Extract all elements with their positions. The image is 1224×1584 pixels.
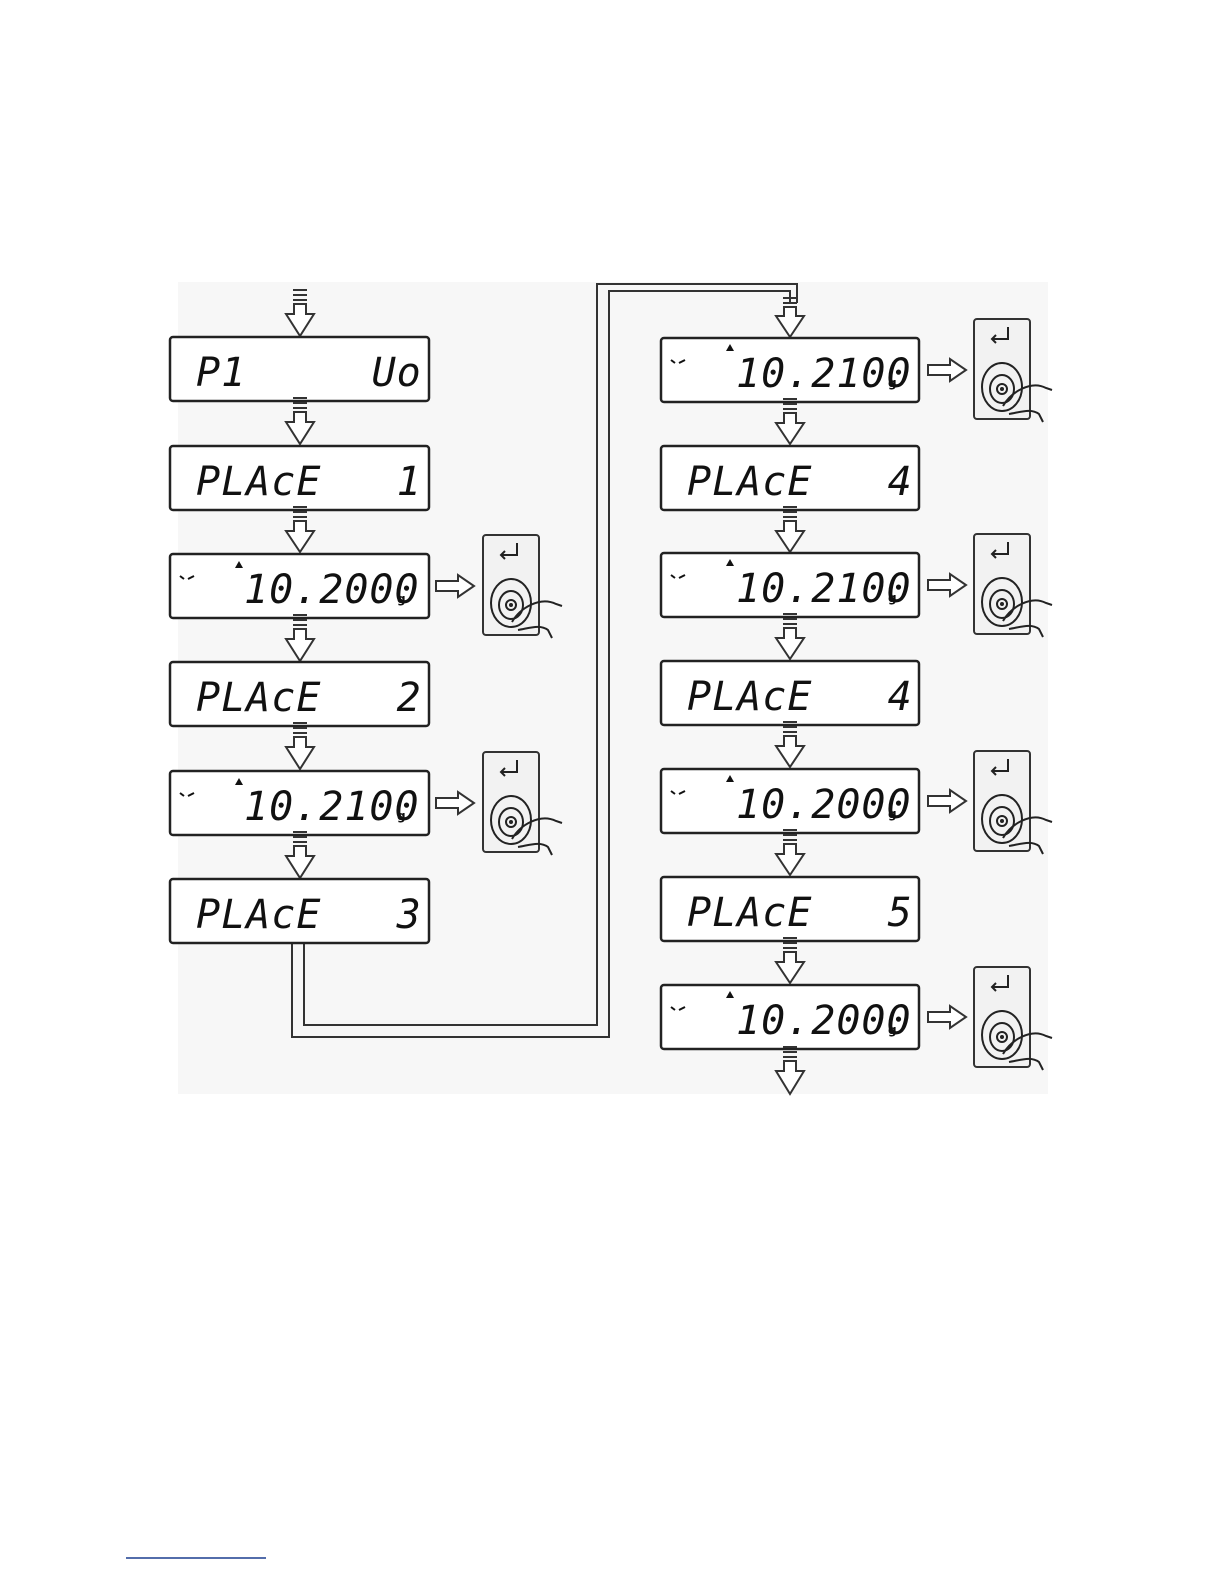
lcd-display: P1 Uo <box>170 337 429 401</box>
lcd-text: 10.2100 <box>736 351 912 397</box>
unit-label: g <box>888 376 897 390</box>
lcd-text: 10.2000 <box>244 567 420 613</box>
lcd-text: PLAcE 4 <box>687 459 913 505</box>
unit-label: g <box>397 809 406 823</box>
unit-label: g <box>397 592 406 606</box>
lcd-text: 10.2100 <box>244 784 420 830</box>
lcd-text: PLAcE 2 <box>196 675 422 721</box>
lcd-display: PLAcE 4 <box>661 661 919 725</box>
lcd-text: P1 Uo <box>196 350 422 396</box>
lcd-display: 10.2100 g <box>661 338 919 402</box>
unit-label: g <box>888 1023 897 1037</box>
lcd-display: PLAcE 4 <box>661 446 919 510</box>
lcd-display: 10.2000 g <box>170 554 429 618</box>
lcd-text: 10.2000 <box>736 782 912 828</box>
lcd-text: 10.2000 <box>736 998 912 1044</box>
lcd-text: PLAcE 4 <box>687 674 913 720</box>
enter-key-icon <box>974 751 1030 851</box>
lcd-display: 10.2000 g <box>661 985 919 1049</box>
lcd-display: 10.2100 g <box>170 771 429 835</box>
enter-key-icon <box>483 752 539 852</box>
unit-label: g <box>888 591 897 605</box>
enter-key-icon <box>974 967 1030 1067</box>
lcd-display: PLAcE 5 <box>661 877 919 941</box>
lcd-display: PLAcE 2 <box>170 662 429 726</box>
lcd-text: 10.2100 <box>736 566 912 612</box>
enter-key-icon <box>974 534 1030 634</box>
lcd-display: PLAcE 1 <box>170 446 429 510</box>
enter-key-icon <box>974 319 1030 419</box>
lcd-display: 10.2000 g <box>661 769 919 833</box>
lcd-display: 10.2100 g <box>661 553 919 617</box>
enter-key-icon <box>483 535 539 635</box>
lcd-text: PLAcE 5 <box>687 890 913 936</box>
lcd-display: PLAcE 3 <box>170 879 429 943</box>
lcd-text: PLAcE 3 <box>196 892 422 938</box>
unit-label: g <box>888 807 897 821</box>
lcd-text: PLAcE 1 <box>196 459 422 505</box>
